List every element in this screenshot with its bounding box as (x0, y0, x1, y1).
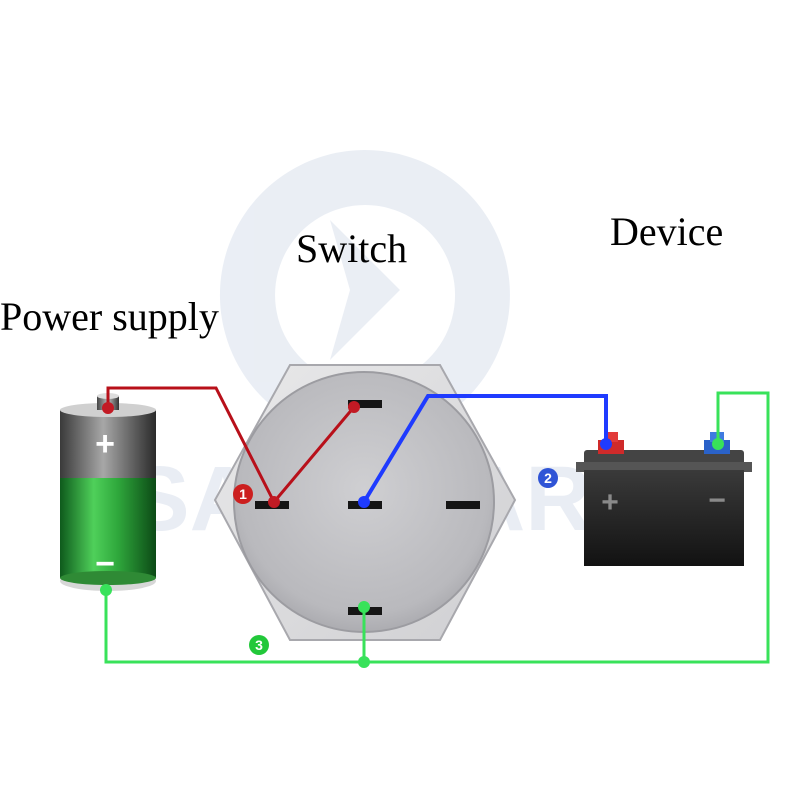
battery-plus-symbol: + (95, 425, 115, 463)
device-plus-symbol: + (601, 486, 619, 519)
marker-1-label: 1 (239, 486, 247, 502)
marker-3: 3 (249, 635, 269, 655)
red-wire-junctions (102, 401, 360, 508)
battery-minus-symbol: − (95, 545, 115, 583)
switch-terminal-top (348, 400, 382, 408)
switch-terminal-right (446, 501, 480, 509)
marker-2-label: 2 (544, 470, 552, 486)
device-minus-symbol: − (708, 484, 726, 517)
marker-2: 2 (538, 468, 558, 488)
wire-red (106, 386, 356, 503)
wire-green (104, 391, 770, 664)
marker-1: 1 (233, 484, 253, 504)
marker-3-label: 3 (255, 637, 263, 653)
switch-label: Switch (296, 226, 407, 271)
power-supply-label: Power supply (0, 294, 219, 339)
power-supply-battery: + − (60, 393, 156, 591)
device-label: Device (610, 209, 723, 254)
device-battery: + − (576, 432, 752, 566)
wire-blue (362, 394, 608, 504)
green-wire-junctions (100, 438, 724, 668)
blue-wire-junctions (358, 438, 612, 508)
